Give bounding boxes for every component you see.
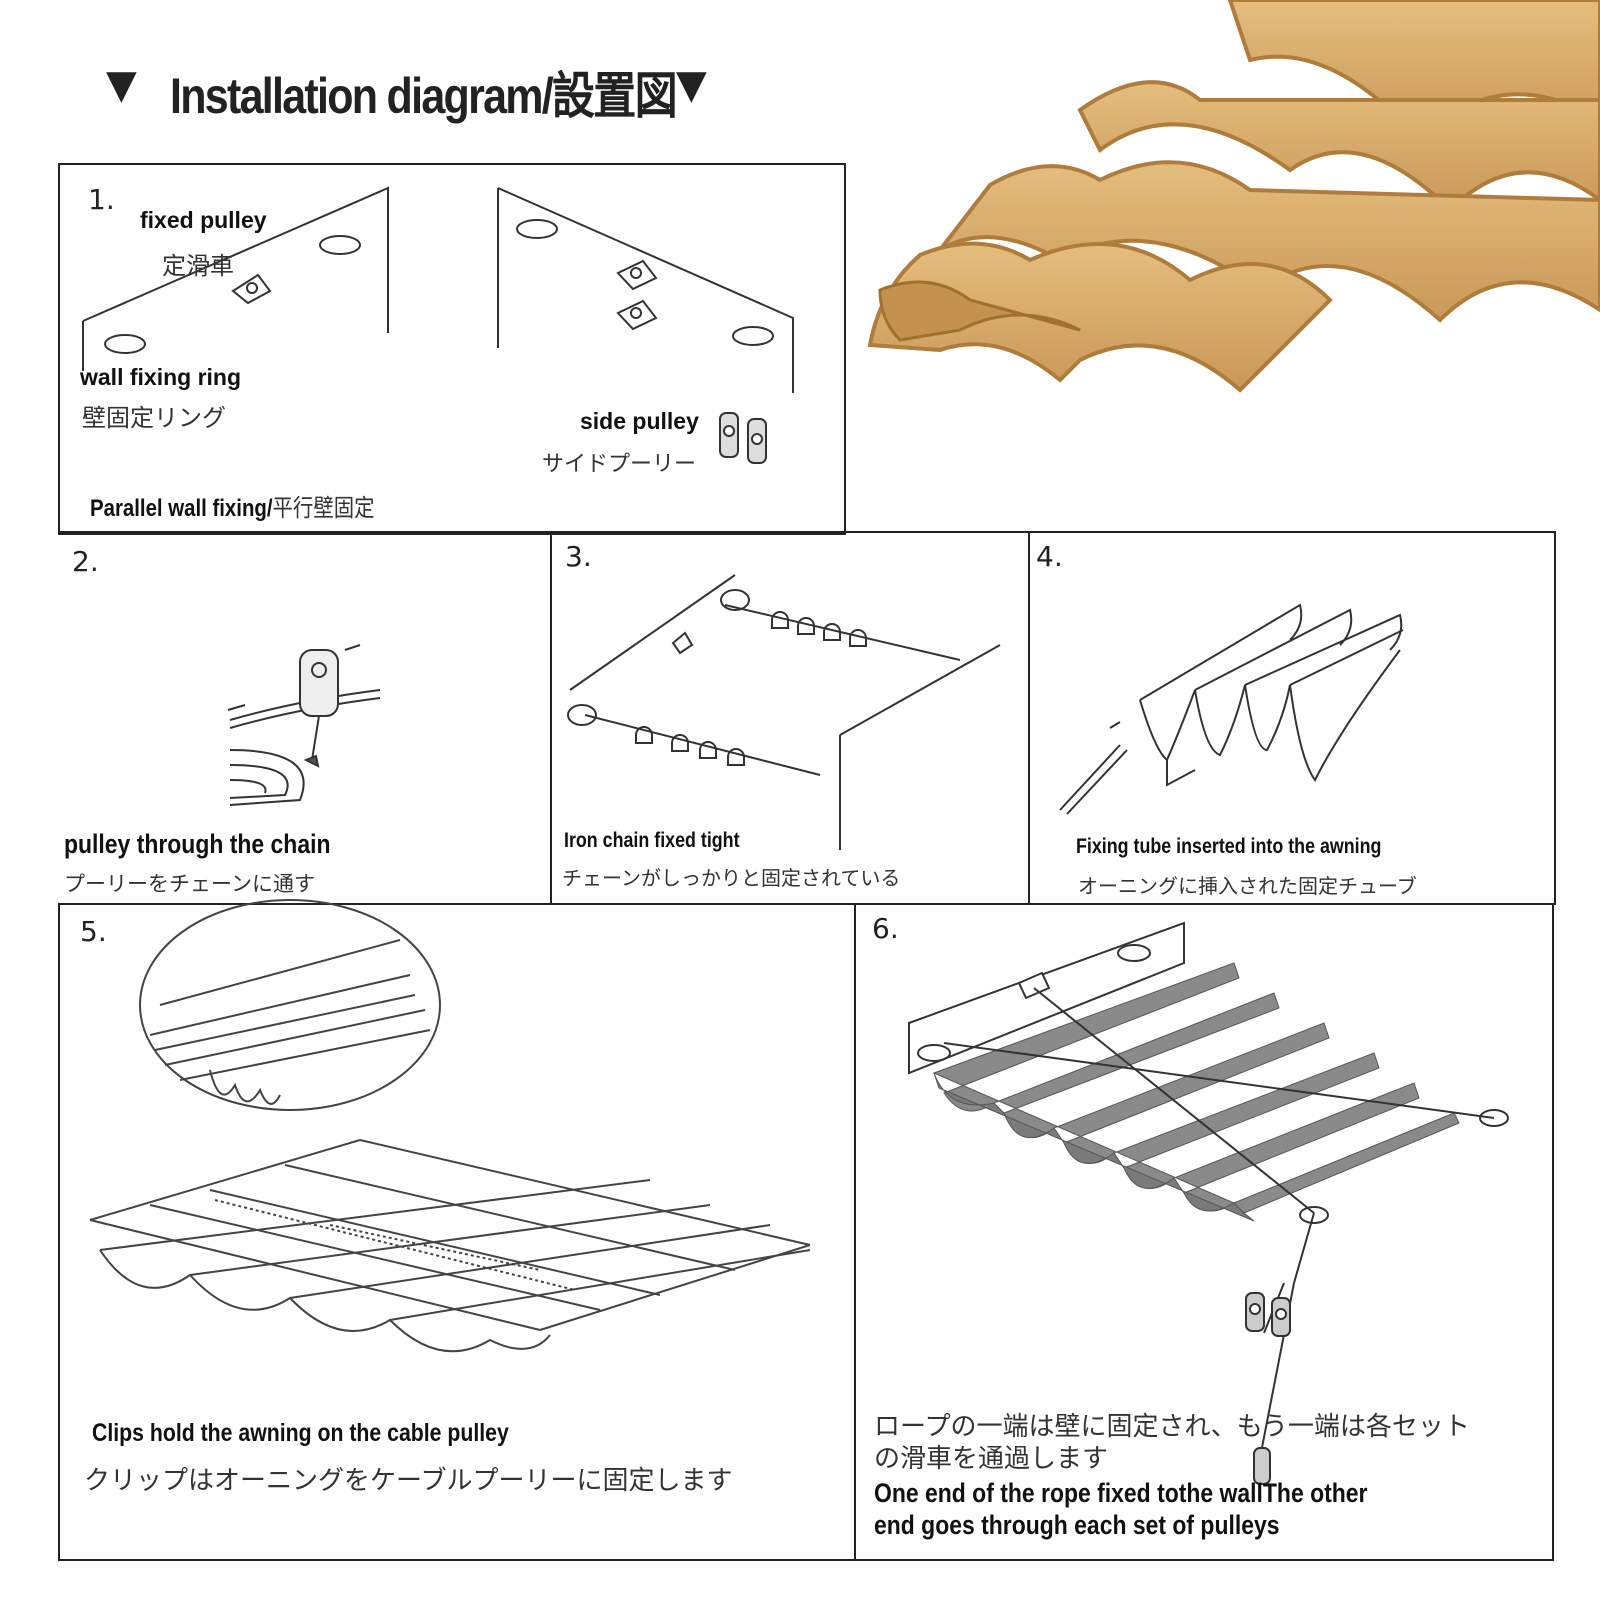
step-6-caption-jp-line2: の滑車を通過します [874, 1444, 1109, 1474]
step-4-panel [1028, 531, 1556, 905]
step-1-wall-diagram [82, 186, 794, 464]
step-3-number: 3. [565, 540, 592, 573]
step-5-detail-circle [139, 899, 441, 1111]
step-1-caption: Parallel wall fixing/平行壁固定 [90, 488, 375, 523]
step-3-caption-en: Iron chain fixed tight [564, 829, 740, 852]
step-2-caption-jp: プーリーをチェーンに通す [64, 872, 315, 896]
fixed-pulley-label: fixed pulley [140, 207, 267, 233]
step-4-tube-diagram [1059, 603, 1404, 815]
step-5-awning-diagram [89, 1139, 811, 1353]
awning-photo [867, 0, 1600, 393]
side-pulley-label: side pulley [580, 408, 699, 434]
step-4-caption-en: Fixing tube inserted into the awning [1076, 835, 1382, 858]
page-title: Installation diagram/設置図 [170, 68, 678, 124]
step-1-caption-en: Parallel wall fixing/ [90, 495, 273, 522]
step-3-panel [550, 531, 1030, 905]
awning-fold-5 [878, 280, 1081, 342]
title-marker-left: ▼ [106, 62, 137, 108]
step-5-number: 5. [80, 915, 107, 948]
step-6-pulley-icon [1245, 1292, 1291, 1485]
step-6-rope-diagram [908, 921, 1509, 1485]
wall-ring-label-jp: 壁固定リング [82, 404, 226, 432]
side-pulley-label-jp: サイドプーリー [542, 452, 697, 477]
awning-fold-4 [867, 241, 1333, 393]
step-5-caption-en: Clips hold the awning on the cable pulle… [92, 1419, 509, 1447]
step-5-caption-jp: クリップはオーニングをケーブルプーリーに固定します [84, 1466, 733, 1496]
step-6-caption-jp-line1: ロープの一端は壁に固定され、もう一端は各セット [874, 1412, 1470, 1442]
step-1-number: 1. [88, 183, 115, 216]
step-4-number: 4. [1036, 540, 1063, 573]
step-4-caption-jp: オーニングに挿入された固定チューブ [1078, 874, 1417, 898]
fixed-pulley-label-jp: 定滑車 [162, 252, 234, 280]
step-3-caption-jp: チェーンがしっかりと固定されている [562, 866, 901, 890]
step-3-chain-diagram [567, 574, 1001, 850]
step-2-caption-en: pulley through the chain [64, 829, 331, 859]
title-marker-right: ▼ [676, 62, 707, 108]
step-6-caption-en-line2: end goes through each set of pulleys [874, 1510, 1280, 1540]
step-6-awning-slats [932, 962, 1460, 1222]
wall-ring-label: wall fixing ring [80, 364, 242, 390]
step-2-pulley-diagram [227, 644, 381, 806]
step-2-number: 2. [72, 545, 99, 578]
step-1-panel [58, 163, 846, 535]
step-6-caption-en-line1: One end of the rope fixed tothe wallThe … [874, 1478, 1368, 1508]
step-1-caption-jp: 平行壁固定 [272, 494, 375, 522]
step-6-number: 6. [872, 912, 899, 945]
step-5-clip-diagram [89, 899, 811, 1353]
side-pulley-icon [719, 412, 767, 464]
